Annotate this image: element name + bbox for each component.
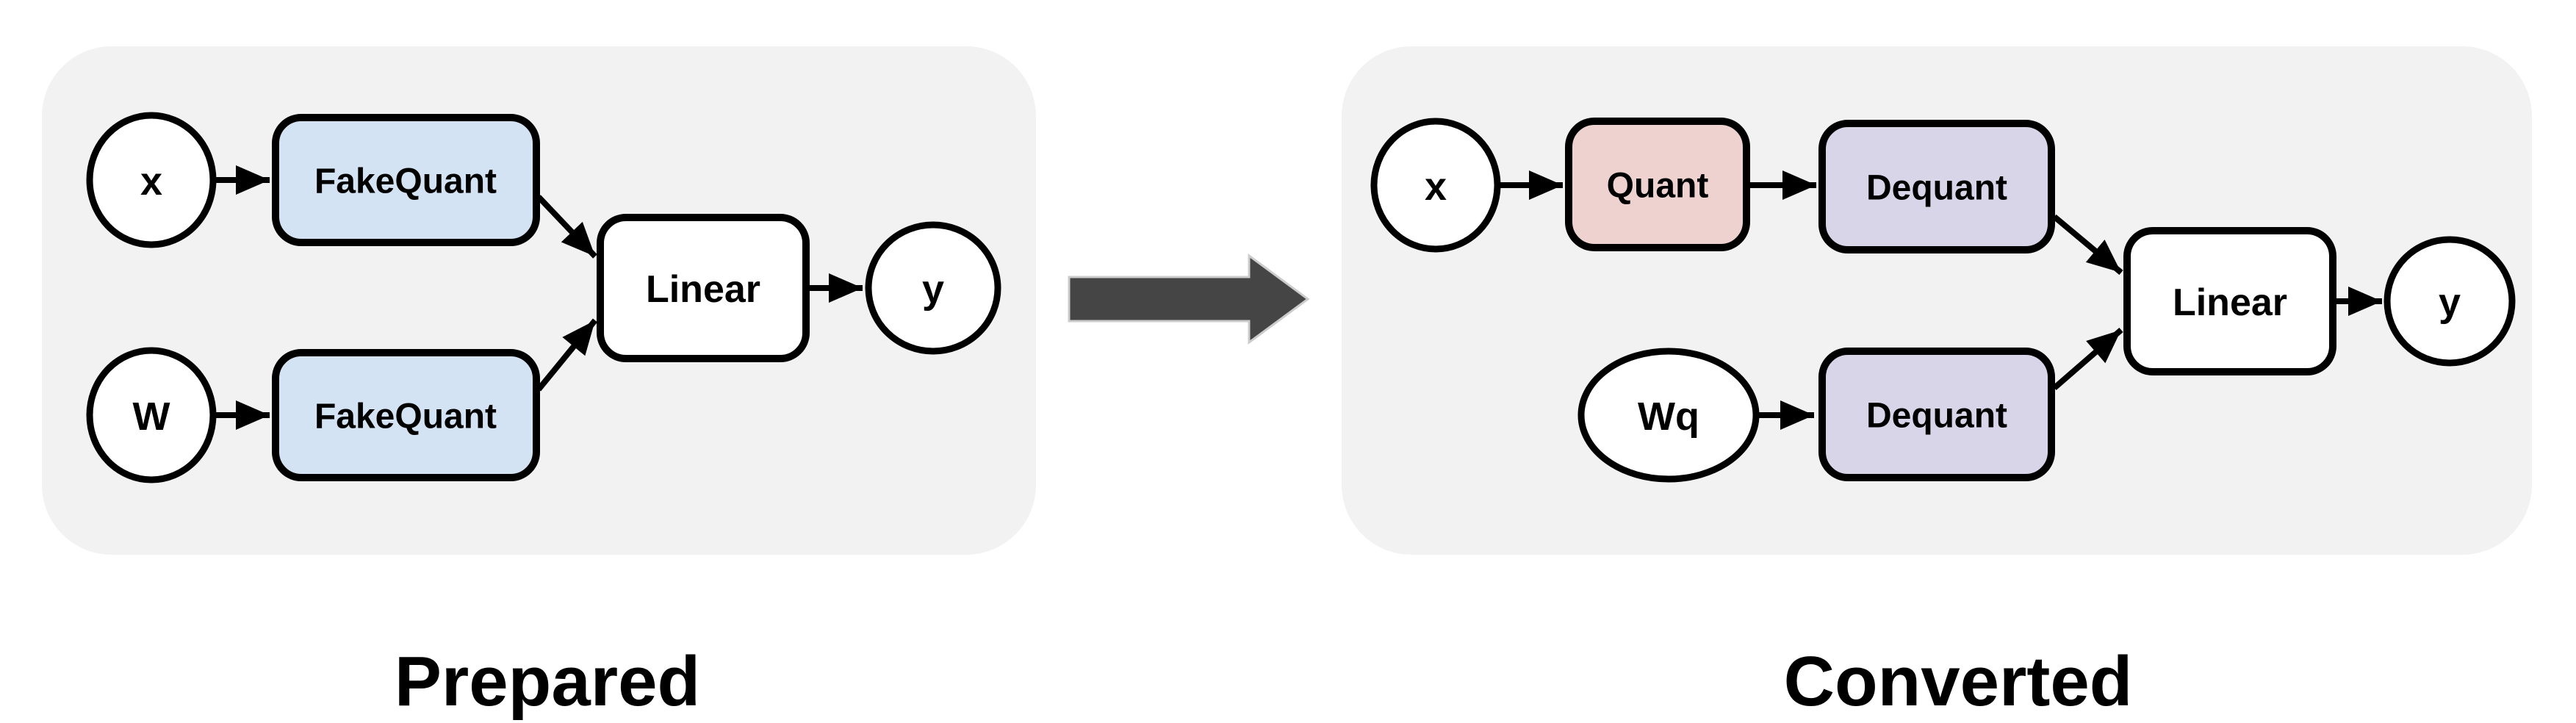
output-node-y-prepared — [865, 221, 1001, 355]
input-node-x-converted — [1370, 118, 1501, 253]
edge-dequant-bottom-to-linear — [2052, 327, 2123, 391]
quantized-weight-node-wq-label: Wq — [1638, 395, 1699, 439]
output-node-y-label-converted: y — [2439, 281, 2461, 325]
quant-box — [1565, 118, 1750, 251]
linear-op-box-converted — [2123, 227, 2336, 375]
weight-node-w-label: W — [133, 395, 170, 439]
convert-transform-arrow-icon — [1068, 253, 1310, 345]
prepared-panel: x FakeQuant W FakeQuant Linear y Prepare… — [42, 46, 1036, 721]
dequant-activation-box — [1818, 120, 2055, 253]
edge-fakequant-top-to-linear — [536, 195, 597, 259]
edge-fakequant-bottom-to-linear — [536, 318, 598, 392]
quantized-weight-node-wq — [1577, 348, 1760, 483]
input-node-x — [86, 112, 217, 248]
dequant-weight-label: Dequant — [1866, 397, 2007, 436]
prepared-title: Prepared — [395, 642, 700, 721]
output-node-y-label-prepared: y — [922, 267, 944, 312]
input-node-x-label: x — [140, 159, 162, 204]
dequant-weight-box — [1818, 348, 2055, 481]
quant-label: Quant — [1607, 167, 1709, 206]
dequant-activation-label: Dequant — [1866, 169, 2007, 208]
fakequant-activation-label: FakeQuant — [314, 162, 497, 201]
converted-panel: x Quant Dequant Wq Dequant Linear y Conv… — [1342, 46, 2532, 721]
linear-op-label-prepared: Linear — [646, 268, 760, 311]
fakequant-activation-box — [272, 114, 540, 246]
weight-node-w — [86, 347, 217, 483]
fakequant-weight-box — [272, 349, 540, 481]
output-node-y-converted — [2383, 236, 2516, 367]
converted-title: Converted — [1784, 642, 2133, 721]
input-node-x-label-converted: x — [1425, 165, 1447, 209]
edge-dequant-top-to-linear — [2052, 214, 2123, 276]
linear-op-label-converted: Linear — [2173, 281, 2287, 324]
linear-op-box-prepared — [597, 214, 810, 362]
fakequant-weight-label: FakeQuant — [314, 398, 497, 436]
